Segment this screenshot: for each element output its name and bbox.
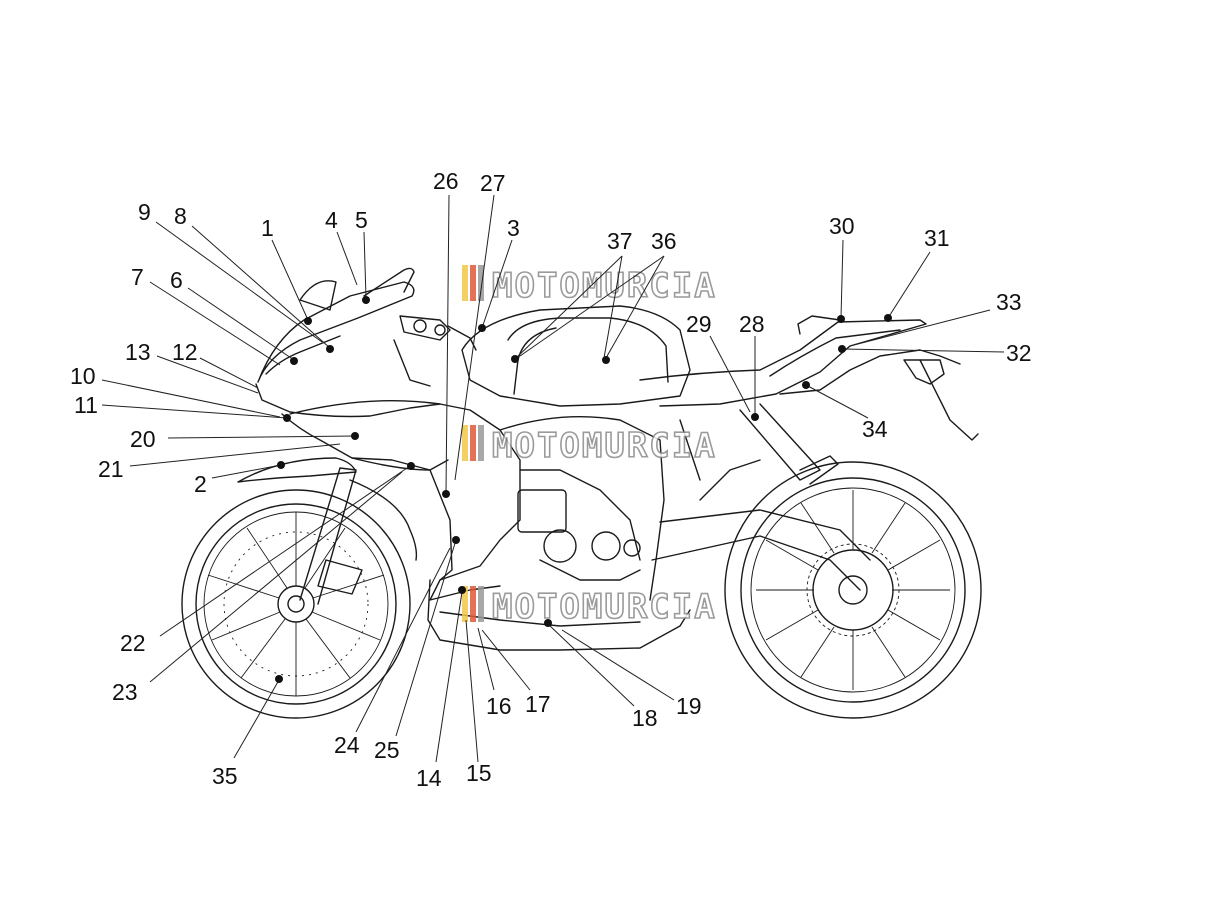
- callout-label: 9: [138, 199, 151, 225]
- callout-label: 35: [212, 763, 238, 789]
- callout-label: 22: [120, 630, 146, 656]
- callout-20: 20: [130, 426, 359, 452]
- callout-label: 17: [525, 691, 551, 717]
- callout-4: 4: [325, 207, 358, 286]
- watermark-bottom: MOTOMURCIA: [462, 586, 717, 628]
- callout-label: 37: [607, 228, 633, 254]
- callout-label: 21: [98, 456, 124, 482]
- callout-label: 19: [676, 693, 702, 719]
- handlebar-mirror: [393, 315, 477, 387]
- callout-14: 14: [416, 586, 466, 791]
- callout-label: 20: [130, 426, 156, 452]
- callout-2: 2: [194, 461, 285, 497]
- watermark-text: MOTOMURCIA: [492, 266, 717, 306]
- callout-label: 3: [507, 215, 520, 241]
- callout-37: 37: [511, 228, 633, 363]
- callout-25: 25: [374, 536, 460, 763]
- callout-label: 4: [325, 207, 338, 233]
- motorcycle-drawing: [181, 267, 982, 719]
- callout-28: 28: [739, 311, 765, 421]
- callout-label: 7: [131, 264, 144, 290]
- callout-label: 32: [1006, 340, 1032, 366]
- callout-label: 12: [172, 339, 198, 365]
- callout-33: 33: [849, 289, 1022, 347]
- callout-label: 16: [486, 693, 512, 719]
- callout-35: 35: [212, 675, 283, 789]
- seat-tail: [639, 315, 979, 441]
- callout-label: 23: [112, 679, 138, 705]
- callout-11: 11: [74, 392, 291, 422]
- watermark-middle: MOTOMURCIA: [462, 425, 717, 467]
- callout-26: 26: [433, 168, 459, 498]
- callout-label: 8: [174, 203, 187, 229]
- callout-label: 15: [466, 760, 492, 786]
- callout-label: 28: [739, 311, 765, 337]
- callout-32: 32: [838, 340, 1032, 366]
- callout-label: 36: [651, 228, 677, 254]
- callout-label: 14: [416, 765, 442, 791]
- callout-3: 3: [478, 215, 520, 332]
- watermark-text: MOTOMURCIA: [492, 426, 717, 466]
- callout-13: 13: [125, 339, 259, 394]
- watermark-top: MOTOMURCIA: [462, 265, 717, 307]
- callout-12: 12: [172, 339, 259, 389]
- callouts: 1 2 3 4 5 6 7: [70, 168, 1032, 791]
- callout-34: 34: [802, 381, 888, 442]
- callout-19: 19: [561, 629, 702, 719]
- callout-23: 23: [112, 471, 403, 705]
- callout-label: 6: [170, 267, 183, 293]
- rear-wheel: [724, 461, 982, 719]
- callout-8: 8: [174, 203, 334, 353]
- front-fork: [237, 457, 418, 605]
- front-wheel: [181, 489, 411, 719]
- callout-label: 25: [374, 737, 400, 763]
- callout-31: 31: [884, 225, 950, 322]
- callout-1: 1: [261, 215, 312, 325]
- fuel-tank: [461, 305, 691, 407]
- callout-label: 27: [480, 170, 506, 196]
- callout-17: 17: [481, 629, 551, 717]
- callout-30: 30: [829, 213, 855, 323]
- frame-engine: [499, 403, 871, 601]
- callout-label: 24: [334, 732, 360, 758]
- callout-7: 7: [131, 264, 281, 366]
- callout-9: 9: [138, 199, 323, 343]
- callout-18: 18: [544, 619, 658, 731]
- watermark-text: MOTOMURCIA: [492, 587, 717, 627]
- callout-label: 5: [355, 207, 368, 233]
- callout-label: 29: [686, 311, 712, 337]
- callout-label: 30: [829, 213, 855, 239]
- callout-21: 21: [98, 443, 341, 482]
- callout-label: 33: [996, 289, 1022, 315]
- callout-label: 1: [261, 215, 274, 241]
- callout-label: 31: [924, 225, 950, 251]
- callout-16: 16: [477, 627, 512, 719]
- callout-36: 36: [519, 228, 677, 364]
- callout-6: 6: [170, 267, 298, 365]
- callout-22: 22: [120, 462, 415, 656]
- callout-label: 2: [194, 471, 207, 497]
- callout-24: 24: [334, 547, 451, 758]
- callout-5: 5: [355, 207, 370, 304]
- callout-label: 13: [125, 339, 151, 365]
- front-fairing: [255, 267, 449, 471]
- callout-29: 29: [686, 311, 751, 413]
- callout-label: 34: [862, 416, 888, 442]
- callout-label: 18: [632, 705, 658, 731]
- callout-10: 10: [70, 363, 281, 418]
- callout-label: 10: [70, 363, 96, 389]
- callout-15: 15: [465, 619, 492, 786]
- callout-label: 26: [433, 168, 459, 194]
- callout-27: 27: [454, 170, 506, 481]
- callout-label: 11: [74, 392, 98, 418]
